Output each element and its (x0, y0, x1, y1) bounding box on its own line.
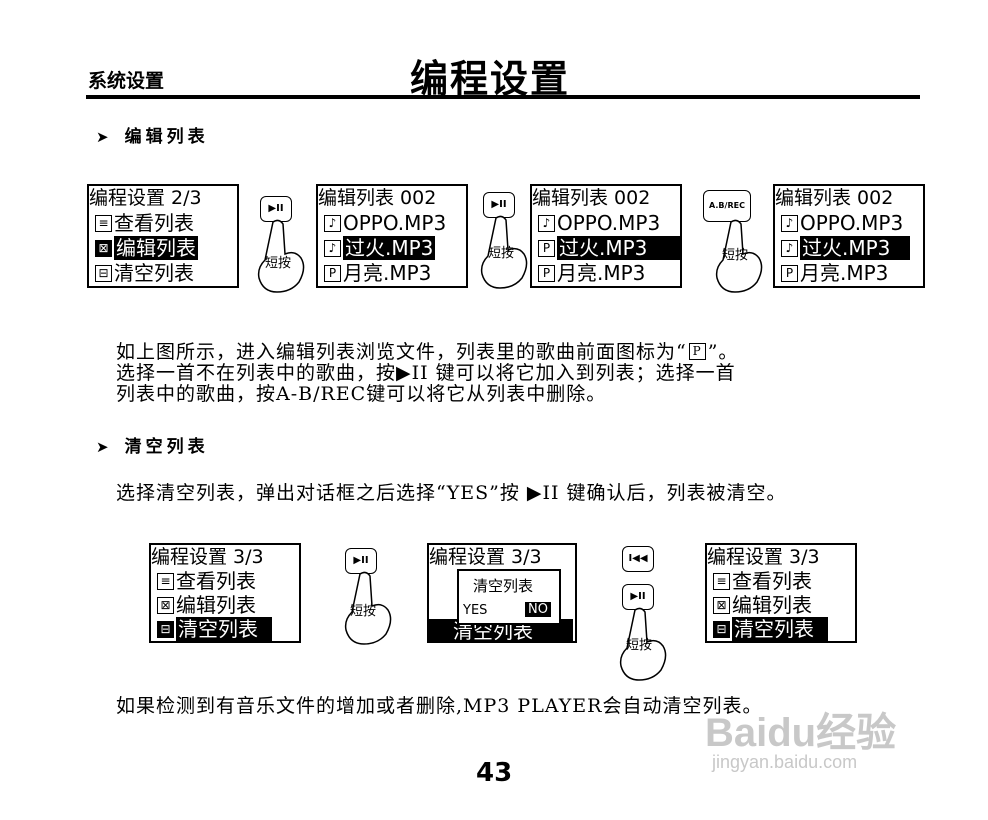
music-note-icon: ♪ (781, 239, 798, 257)
lcd-row: ♪OPPO.MP3 (532, 211, 680, 235)
play-pause-button[interactable]: ▶II (622, 584, 654, 610)
lcd-title: 编辑列表 002 (318, 187, 437, 209)
hand-icon (619, 607, 667, 681)
short-press-label: 短按 (722, 248, 749, 263)
lcd-title: 编程设置 2/3 (89, 187, 202, 209)
page-title: 编程设置 (410, 57, 571, 101)
paragraph-auto-clear: 如果检测到有音乐文件的增加或者删除,MP3 PLAYER会自动清空列表。 (116, 695, 763, 717)
dialog-no-option[interactable]: NO (525, 602, 551, 617)
edit-icon: ⊠ (157, 596, 174, 614)
lcd-title: 编辑列表 002 (775, 187, 894, 209)
dialog-title: 清空列表 (473, 577, 534, 595)
paragraph-edit-line-1: 如上图所示，进入编辑列表浏览文件，列表里的歌曲前面图标为“P”。 (116, 341, 739, 363)
dialog-yes-option[interactable]: YES (463, 603, 488, 618)
lcd-row: ≡查看列表 (707, 569, 855, 593)
lcd-row: ≡查看列表 (151, 569, 299, 593)
watermark-url: jingyan.baidu.com (712, 752, 858, 772)
previous-button[interactable]: I◀◀ (622, 546, 654, 572)
ab-rec-button[interactable]: A.B/REC (703, 190, 751, 222)
edit-icon: ⊠ (95, 239, 112, 257)
lcd-row: ≡查看列表 (89, 211, 237, 235)
paragraph-edit-line-2: 选择一首不在列表中的歌曲，按▶II 键可以将它加入到列表；选择一首 (116, 362, 736, 384)
section-heading-clear-list: ➤ 清空列表 (96, 432, 209, 457)
confirm-dialog: 清空列表 YES NO (457, 569, 561, 625)
short-press-label: 短按 (488, 246, 515, 261)
page-number: 43 (476, 758, 513, 788)
short-press-label: 短按 (265, 256, 292, 271)
clear-icon: ⊟ (713, 620, 730, 638)
clear-icon: ⊟ (95, 264, 112, 282)
lcd-row-selected: ♪过火.MP3 (318, 236, 466, 260)
lcd-row-selected: ⊠编辑列表 (89, 236, 237, 260)
playlist-p-icon: P (688, 343, 706, 360)
header-rule (86, 95, 920, 99)
section-label: 系统设置 (88, 70, 165, 92)
lcd-screen-program-settings-3: 编程设置 3/3 ≡查看列表 ⊠编辑列表 ⊟清空列表 (149, 543, 301, 643)
lcd-screen-program-settings-2: 编程设置 2/3 ≡查看列表 ⊠编辑列表 ⊟清空列表 (87, 184, 239, 288)
watermark-logo: Baidu经验 (705, 711, 897, 755)
playlist-p-icon: P (538, 239, 555, 257)
short-press-label: 短按 (350, 604, 377, 619)
music-note-icon: ♪ (538, 214, 555, 232)
playlist-p-icon: P (324, 264, 341, 282)
lcd-row: ⊠编辑列表 (707, 593, 855, 617)
lcd-title: 编程设置 3/3 (707, 546, 820, 568)
list-icon: ≡ (157, 572, 174, 590)
lcd-title: 编程设置 3/3 (429, 546, 542, 568)
lcd-screen-clear-dialog: 编程设置 3/3 清空列表 清空列表 YES NO (427, 543, 577, 643)
hand-icon (480, 215, 528, 289)
play-pause-button[interactable]: ▶II (345, 548, 377, 574)
section-heading-edit-list: ➤ 编辑列表 (96, 122, 209, 147)
lcd-row: ♪OPPO.MP3 (775, 211, 923, 235)
lcd-screen-program-settings-3-after: 编程设置 3/3 ≡查看列表 ⊠编辑列表 ⊟清空列表 (705, 543, 857, 643)
playlist-p-icon: P (538, 264, 555, 282)
lcd-title: 编辑列表 002 (532, 187, 651, 209)
music-note-icon: ♪ (324, 214, 341, 232)
play-pause-button[interactable]: ▶II (260, 196, 292, 222)
list-icon: ≡ (713, 572, 730, 590)
music-note-icon: ♪ (781, 214, 798, 232)
lcd-row: ⊟清空列表 (89, 261, 237, 285)
lcd-title: 编程设置 3/3 (151, 546, 264, 568)
hand-icon (257, 219, 305, 293)
paragraph-edit-line-3: 列表中的歌曲，按A-B/REC键可以将它从列表中删除。 (116, 383, 607, 405)
lcd-row-selected: ⊟清空列表 (151, 617, 299, 641)
clear-icon: ⊟ (157, 620, 174, 638)
hand-icon (715, 219, 763, 293)
short-press-label: 短按 (626, 638, 653, 653)
hand-icon (344, 571, 392, 645)
heading-text: 清空列表 (124, 437, 209, 457)
arrow-icon: ➤ (96, 438, 113, 456)
music-note-icon: ♪ (324, 239, 341, 257)
list-icon: ≡ (95, 214, 112, 232)
lcd-row-selected: ⊟清空列表 (707, 617, 855, 641)
paragraph-clear: 选择清空列表，弹出对话框之后选择“YES”按 ▶II 键确认后，列表被清空。 (116, 482, 787, 504)
heading-text: 编辑列表 (124, 127, 209, 147)
arrow-icon: ➤ (96, 128, 113, 146)
lcd-row-selected: ♪过火.MP3 (775, 236, 923, 260)
lcd-row: ⊠编辑列表 (151, 593, 299, 617)
lcd-row: ♪OPPO.MP3 (318, 211, 466, 235)
edit-icon: ⊠ (713, 596, 730, 614)
playlist-p-icon: P (781, 264, 798, 282)
